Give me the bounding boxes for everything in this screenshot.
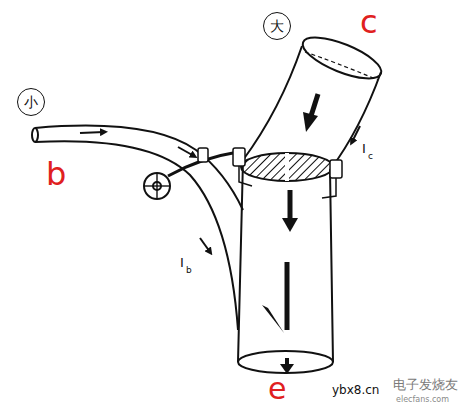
circle-label: 小 — [17, 88, 45, 116]
current-subscript: c — [368, 152, 373, 161]
current-symbol: I — [362, 142, 366, 155]
terminal-letter: e — [268, 374, 286, 404]
watermark: 电子发烧友 — [393, 378, 458, 391]
terminal-letter: b — [46, 158, 66, 190]
terminal-letter: c — [360, 6, 378, 38]
current-symbol: I — [180, 256, 184, 269]
watermark: elecfans.com — [396, 396, 449, 404]
circle-text: 大 — [270, 19, 284, 33]
circle-text: 小 — [24, 95, 38, 109]
current-subscript: b — [186, 266, 192, 275]
watermark: ybx8.cn — [332, 384, 379, 396]
circle-label: 大 — [263, 12, 291, 40]
